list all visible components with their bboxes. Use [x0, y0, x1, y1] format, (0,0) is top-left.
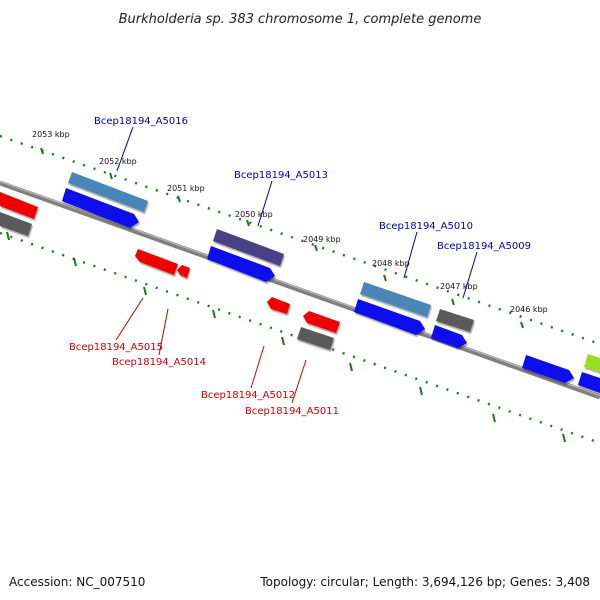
- cds-right-1[interactable]: [522, 355, 574, 383]
- tick-label: 2048 kbp: [372, 259, 410, 268]
- inner-tick-ring: [0, 231, 600, 445]
- cds-a5010[interactable]: [354, 299, 425, 335]
- gene-label[interactable]: Bcep18194_A5014: [112, 357, 206, 368]
- cds-a5016[interactable]: [62, 188, 139, 228]
- label-leaders: [115, 126, 478, 404]
- gene-label[interactable]: Bcep18194_A5011: [245, 406, 339, 417]
- tick-label: 2052 kbp: [99, 157, 137, 166]
- gene-a5014[interactable]: [177, 265, 190, 278]
- gene-right-lime[interactable]: [584, 354, 600, 372]
- kbp-labels: 2053 kbp 2052 kbp 2051 kbp 2050 kbp 2049…: [32, 130, 548, 314]
- gene-a5010[interactable]: [360, 282, 431, 317]
- gene-left-gray[interactable]: [0, 212, 32, 236]
- gene-a5013[interactable]: [213, 229, 284, 266]
- genome-backbone: [0, 180, 600, 400]
- map-title: Burkholderia sp. 383 chromosome 1, compl…: [119, 12, 482, 27]
- minus-strand-features: [0, 192, 340, 350]
- cds-a5009[interactable]: [431, 325, 467, 348]
- genome-backbone-highlight: [0, 180, 600, 397]
- gene-a5016[interactable]: [68, 172, 148, 212]
- outer-major-ticks: [40, 147, 524, 329]
- tick-label: 2051 kbp: [167, 184, 205, 193]
- gene-left-red[interactable]: [0, 192, 38, 219]
- tick-label: 2047 kbp: [440, 282, 478, 291]
- outer-tick-ring: [0, 134, 600, 346]
- gene-a5011-gray[interactable]: [297, 327, 334, 350]
- gene-label[interactable]: Bcep18194_A5015: [69, 342, 163, 353]
- gene-a5011[interactable]: [303, 311, 340, 333]
- tick-label: 2049 kbp: [303, 235, 341, 244]
- gene-label[interactable]: Bcep18194_A5010: [379, 221, 473, 232]
- cds-a5013[interactable]: [207, 246, 275, 282]
- genome-summary-text: Topology: circular; Length: 3,694,126 bp…: [259, 575, 590, 589]
- gene-a5012[interactable]: [267, 297, 290, 314]
- tick-label: 2053 kbp: [32, 130, 70, 139]
- inner-major-ticks: [6, 231, 566, 443]
- gene-label[interactable]: Bcep18194_A5016: [94, 116, 188, 127]
- gene-labels: Bcep18194_A5016 Bcep18194_A5013 Bcep1819…: [69, 116, 531, 417]
- accession-text: Accession: NC_007510: [9, 575, 145, 589]
- gene-a5009[interactable]: [436, 309, 474, 332]
- plus-strand-features: [62, 172, 600, 393]
- gene-label[interactable]: Bcep18194_A5009: [437, 241, 531, 252]
- tick-label: 2046 kbp: [510, 305, 548, 314]
- tick-label: 2050 kbp: [235, 210, 273, 219]
- gene-label[interactable]: Bcep18194_A5013: [234, 170, 328, 181]
- gene-label[interactable]: Bcep18194_A5012: [201, 390, 295, 401]
- gene-a5015[interactable]: [135, 249, 178, 275]
- cds-right-2[interactable]: [578, 372, 600, 393]
